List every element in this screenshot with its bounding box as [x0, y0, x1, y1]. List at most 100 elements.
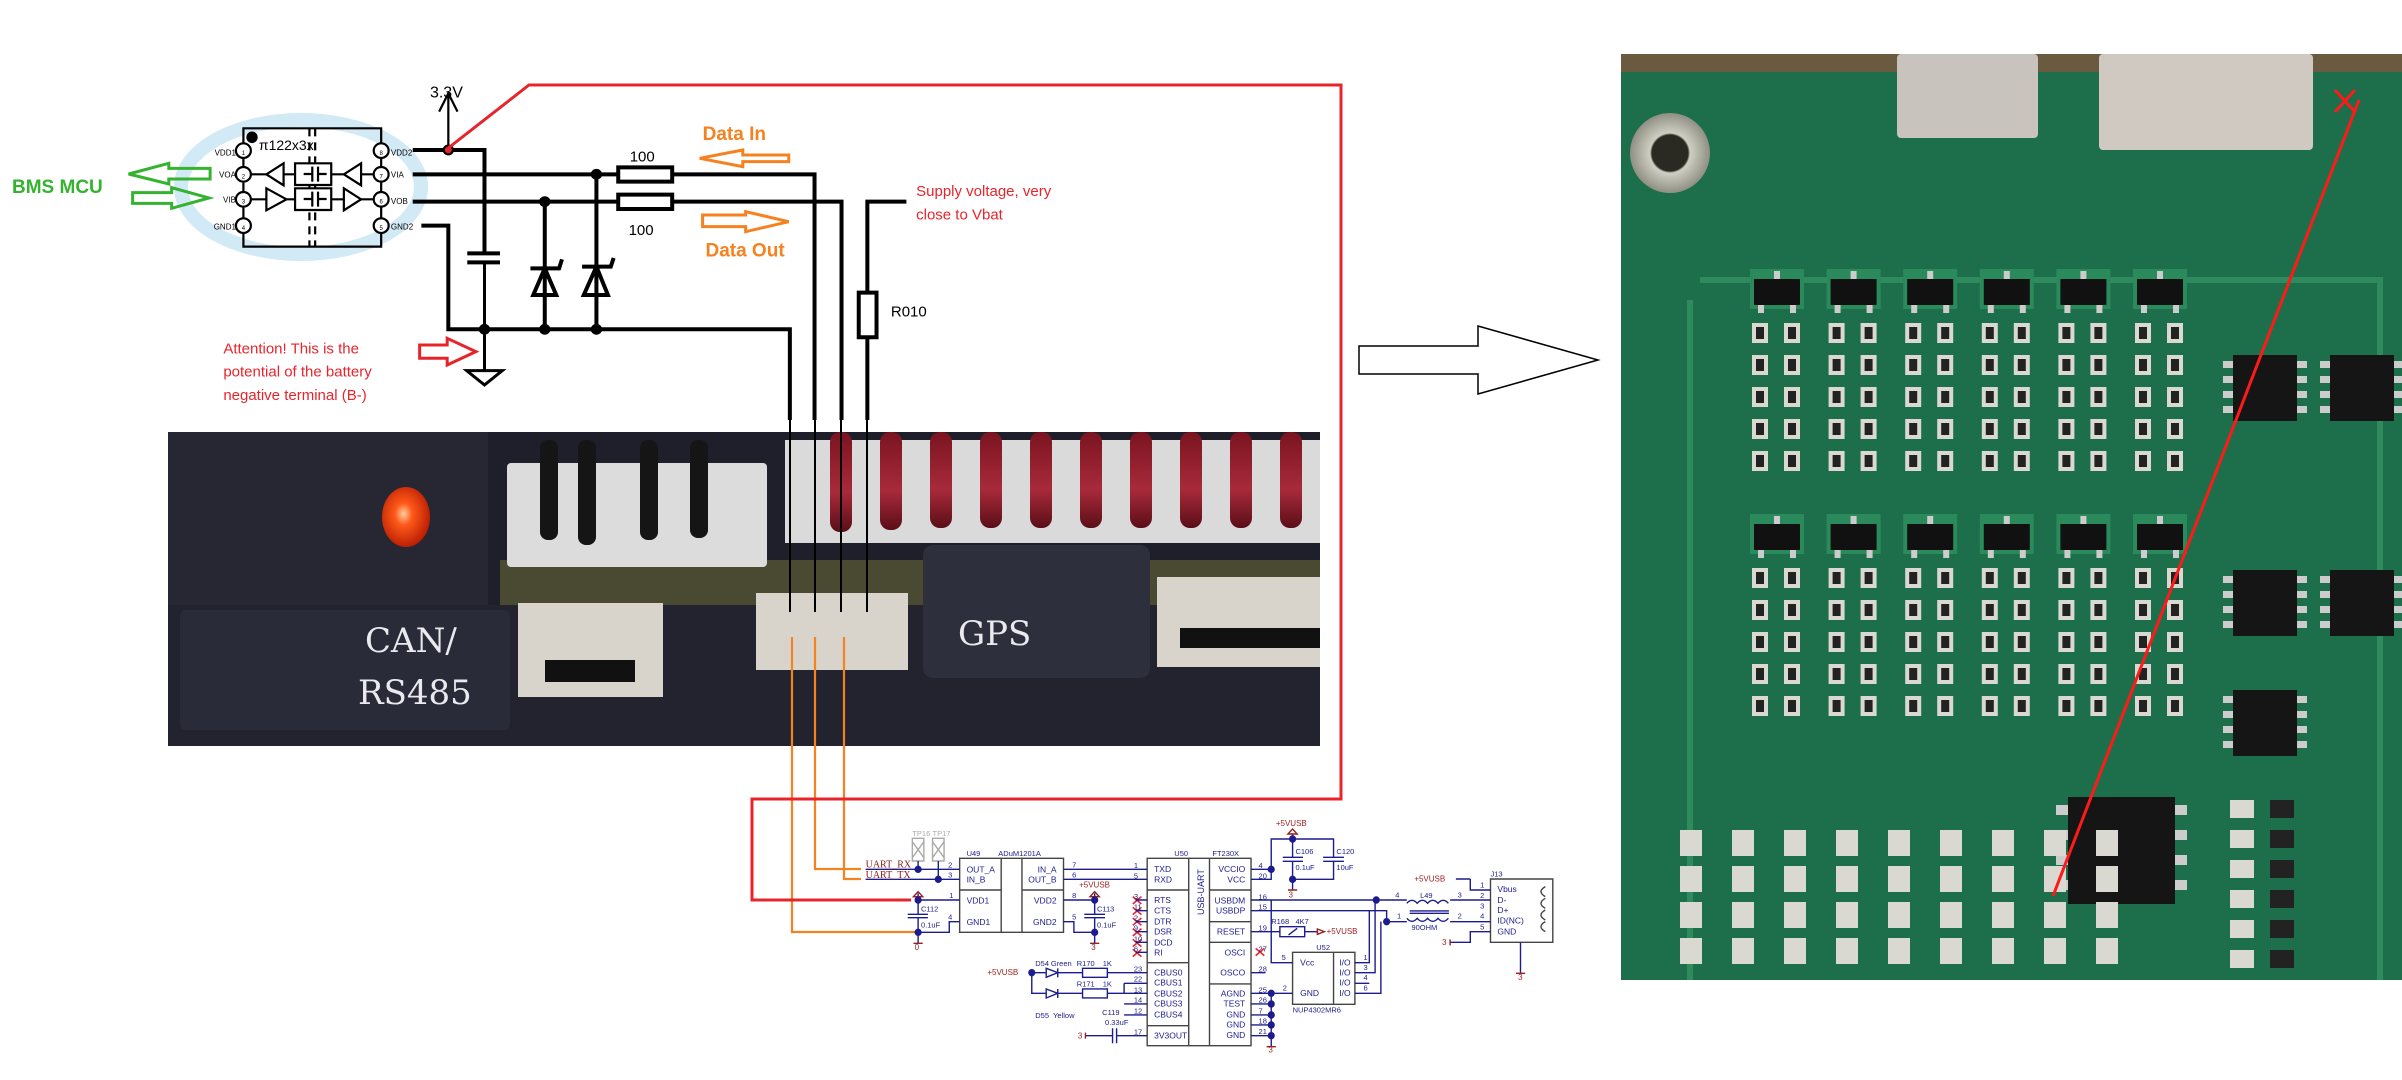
pin-number: 3 [1458, 890, 1462, 899]
smd-pad [1992, 830, 2014, 856]
smd-pad [1732, 938, 1754, 964]
vusb-label: +5VUSB [1276, 819, 1307, 828]
pin [2223, 696, 2233, 703]
smd-resistor-body [1985, 391, 1994, 403]
pin [2394, 406, 2402, 413]
smd-resistor-body [2094, 700, 2103, 712]
ground-label: 3 [1268, 1046, 1273, 1055]
resistor-bottom-value: 100 [629, 222, 654, 239]
smd-pad [2230, 890, 2254, 908]
smd-resistor-body [1985, 327, 1994, 339]
pin [2056, 855, 2068, 865]
smd-resistor-body [1756, 636, 1764, 648]
pin-number: 18 [1259, 1016, 1267, 1025]
pin-number: 17 [1134, 1027, 1142, 1036]
smd-resistor-body [1909, 572, 1918, 584]
pin-number: 3 [948, 870, 952, 879]
pin [2394, 606, 2402, 613]
pin [1927, 516, 1934, 524]
smd-resistor-body [1941, 423, 1950, 435]
u49-pin: IN_A [1038, 865, 1057, 875]
pin [2394, 591, 2402, 598]
pcb-connector [1897, 54, 2038, 138]
u50-pin: CBUS0 [1154, 968, 1183, 978]
smd-resistor-body [1756, 423, 1764, 435]
pin-number: 7 [1259, 1006, 1263, 1015]
so8-chip [2068, 797, 2175, 904]
smd-resistor-body [2139, 668, 2147, 680]
u50-pin: CBUS4 [1154, 1009, 1183, 1019]
pin-number: 5 [1480, 922, 1484, 931]
r168-ref: R168 [1271, 917, 1289, 926]
pin [1927, 271, 1934, 279]
smd-resistor-body [1909, 668, 1918, 680]
smd-resistor-body [2139, 391, 2147, 403]
smd-pad [1888, 938, 1910, 964]
pin-number: 1 [1397, 912, 1401, 921]
can-label-line2: RS485 [358, 673, 472, 713]
d54-color: Green [1051, 959, 1072, 968]
r171-value: 1K [1103, 980, 1112, 989]
smd-resistor-body [2171, 327, 2179, 339]
smd-pad [2230, 920, 2254, 938]
smd-resistor-body [1788, 391, 1796, 403]
pin [2320, 576, 2330, 583]
pin-number: 22 [1134, 975, 1142, 984]
c120-ref: C120 [1336, 847, 1354, 856]
smd-resistor-body [1941, 455, 1950, 467]
smd-pad [1888, 830, 1910, 856]
isolator-chip-name: π122x3x [259, 137, 314, 153]
pin-number: 1 [1134, 861, 1138, 870]
pin-number: 28 [1259, 965, 1267, 974]
pcb-connector [2099, 54, 2313, 150]
smd-pad [2230, 860, 2254, 878]
u52-pin: GND [1300, 988, 1319, 998]
u52-esd [1293, 952, 1355, 1004]
pin [2297, 711, 2307, 718]
attention-note-line2: potential of the battery [223, 364, 372, 381]
r171-ref: R171 [1077, 980, 1095, 989]
u50-pin: RXD [1154, 874, 1172, 884]
u50-pin: TEST [1224, 999, 1246, 1009]
can-rs485-port [518, 603, 663, 697]
smd-pad [2230, 950, 2254, 968]
pin-label-vib: VIB [223, 196, 236, 205]
c113-value: 0.1uF [1097, 920, 1117, 929]
smd-resistor-body [1756, 359, 1764, 371]
u49-pin: VDD2 [1034, 895, 1057, 905]
smd-resistor-body [1985, 423, 1994, 435]
smd-resistor-body [1941, 668, 1950, 680]
smd-resistor-body [2094, 572, 2103, 584]
smd-resistor-body [1788, 455, 1796, 467]
u50-pin: USBDM [1215, 895, 1246, 905]
so8-mosfet [2233, 570, 2297, 636]
pin-label-gnd1: GND1 [214, 222, 237, 231]
smd-pad [1836, 866, 1858, 892]
pin [2320, 376, 2330, 383]
u49-pin: IN_B [967, 875, 986, 885]
smd-resistor-body [1756, 572, 1764, 584]
smd-pad [2096, 902, 2118, 928]
pin-number: 1 [242, 151, 246, 157]
u50-pin: VCC [1227, 874, 1245, 884]
smd-resistor-body [1864, 668, 1873, 680]
pin [1866, 550, 1873, 558]
pin-number: 9 [1134, 924, 1138, 933]
smd-pad [2044, 830, 2066, 856]
ground-label: 3 [1442, 938, 1447, 947]
test-point-tp16 [912, 838, 924, 861]
u52-ref: U52 [1316, 943, 1330, 952]
smd-pad [1732, 866, 1754, 892]
pin [2297, 576, 2307, 583]
smd-resistor-body [1941, 359, 1950, 371]
u49-isolator [960, 858, 1064, 932]
pin [2175, 880, 2187, 890]
pin [2019, 550, 2026, 558]
smd-resistor-body [2139, 327, 2147, 339]
smd-pad [1992, 938, 2014, 964]
u52-part: NUP4302MR6 [1293, 1005, 1341, 1014]
smd-pad [1836, 902, 1858, 928]
sot-transistor [1754, 524, 1800, 550]
d54-ref: D54 [1035, 959, 1049, 968]
smd-resistor-body [2171, 604, 2179, 616]
